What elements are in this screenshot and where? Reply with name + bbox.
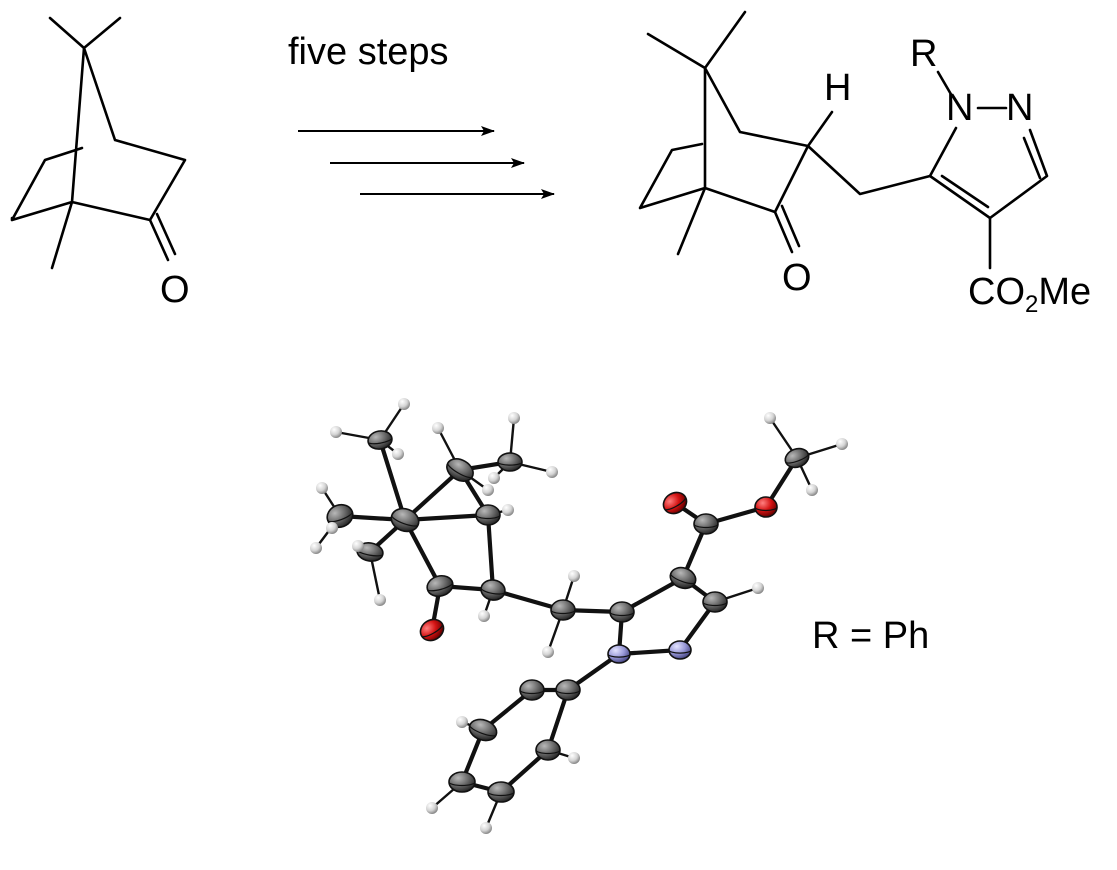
reagent-text: five steps [288,31,449,73]
ellipsoid-equator [693,523,719,529]
hydrogen-atom [502,504,514,516]
ellipsoid-equator [550,609,576,615]
ellipsoid-equator [754,506,778,512]
atom-bond [485,512,496,593]
carbon-atom [519,679,545,701]
n-substituent-bond [936,70,954,98]
reactant-camphor: O [10,16,190,311]
ellipsoid-equator [469,725,497,737]
product-bicyclic-skeleton [638,10,932,256]
ellipsoid-equator [497,461,523,466]
hydrogen-atom [310,542,322,554]
ellipsoid-equator [668,649,692,654]
ester-label: CO2Me [968,271,1091,318]
hydrogen-atom [330,426,342,438]
oxygen-atom [754,496,778,518]
carbon-atom [475,504,501,526]
product-n2-label: N [1006,87,1033,129]
hydrogen-atom [546,466,558,478]
carbon-atom [702,591,728,613]
hydrogen-atom [836,438,848,450]
ellipsoid-equator [670,573,696,585]
hydrogen-atom [456,716,468,728]
hydrogen-atom [482,484,494,496]
nitrogen-atom [607,644,631,664]
ellipsoid-equator [448,781,476,787]
ellipsoid-equator [664,496,687,511]
hydrogen-atom [478,610,490,622]
hydrogen-atom [426,802,438,814]
ellipsoid-equator [519,689,545,695]
carbon-atom [609,601,635,623]
substituent-note: R = Ph [812,615,929,657]
ellipsoid-equator [447,462,473,479]
hydrogen-atom [316,482,328,494]
carbon-atom [550,599,576,621]
carbon-atom [448,771,476,793]
ellipsoid-equator [487,791,515,797]
pyrazole-double-bonds [940,136,1042,209]
ellipsoid-equator [480,587,506,595]
ester-co: CO [968,271,1025,313]
product-n1-label: N [946,87,973,129]
product-carbonyl [773,204,801,254]
ellipsoid-equator [475,514,501,520]
carbon-atom [693,513,719,535]
ellipsoid-equator [391,515,419,527]
ellipsoid-equator [785,453,809,464]
reactant-oxygen-label: O [160,269,190,311]
carbon-atom [555,679,581,701]
hydrogen-atom [764,412,776,424]
atom-bond [377,437,408,523]
crystal-structure [310,398,848,834]
product-r-label: R [910,33,937,75]
atom-bond [402,467,463,523]
product-oxygen-label: O [782,257,812,299]
ester-me: Me [1038,271,1091,313]
ellipsoid-equator [426,582,454,592]
ellipsoid-equator [535,749,561,755]
hydrogen-atom [326,522,338,534]
ellipsoid-equator [421,623,444,638]
reactant-skeleton [10,16,187,270]
carbon-atom [497,452,523,472]
ellipsoid-equator [367,437,393,445]
hydrogen-atom [542,646,554,658]
ellipsoid-equator [702,601,728,607]
ellipsoid-equator [607,653,631,658]
ellipsoid-equator [555,689,581,695]
hydrogen-atom [398,398,410,410]
reactant-carbonyl [148,212,177,262]
hydrogen-atom [374,594,386,606]
carbon-atom [535,739,561,761]
ellipsoid-equator [609,611,635,617]
hydrogen-atom [392,448,404,460]
hydrogen-atom [752,582,764,594]
oxygen-atom [419,618,445,642]
carbon-atom [784,447,810,469]
pyrazole-ring [928,106,1049,220]
hydrogen-atom [806,484,818,496]
hydrogen-atom [508,412,520,424]
hydrogen-atom [352,540,364,552]
hydrogen-atom [480,822,492,834]
reaction-arrows: five steps [288,31,555,199]
hydrogen-atom [568,752,580,764]
product-h-label: H [824,67,851,109]
nitrogen-atom [668,640,692,660]
product-molecule: H R N N O CO2Me [638,10,1091,318]
hydrogen-atom [488,472,500,484]
hydrogen-atom [568,570,580,582]
ellipsoid-equator [327,511,353,523]
hydrogen-atom [432,422,444,434]
carbon-atom [487,781,515,803]
ester-subscript: 2 [1025,291,1038,318]
oxygen-atom [662,491,688,515]
